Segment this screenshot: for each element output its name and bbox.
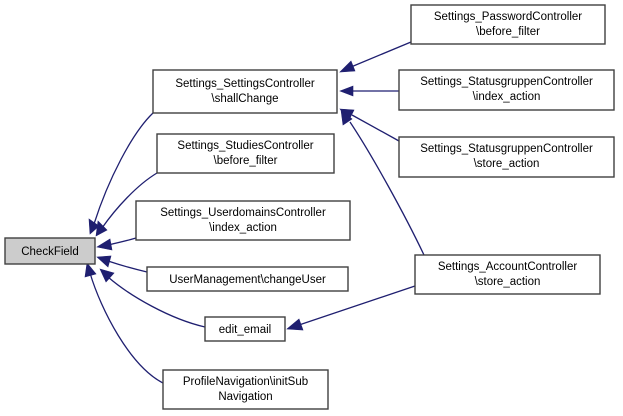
node-checkfield[interactable]: CheckField — [4, 237, 96, 265]
node-settings-statusgruppencontroller-index-action[interactable]: Settings_StatusgruppenController \index_… — [398, 69, 615, 111]
node-usermanagement-changeuser[interactable]: UserManagement\changeUser — [146, 266, 349, 292]
node-settings-statusgruppencontroller-store-action[interactable]: Settings_StatusgruppenController \store_… — [398, 136, 615, 178]
node-profilenavigation-initsubnavigation[interactable]: ProfileNavigation\initSub Navigation — [162, 369, 329, 410]
edge-accountcontroller-to-editemail[interactable] — [286, 285, 416, 331]
edge-profilenavigation-to-checkfield[interactable] — [84, 262, 164, 384]
edge-passwordcontroller-to-settingscontroller[interactable] — [339, 41, 412, 73]
node-edit-email[interactable]: edit_email — [204, 316, 286, 342]
node-layer: CheckField Settings_SettingsController \… — [4, 4, 615, 410]
edge-statusgruppen-store-to-settingscontroller[interactable] — [339, 108, 400, 142]
edge-settingscontroller-to-checkfield[interactable] — [88, 112, 154, 235]
node-settings-studiescontroller-before-filter[interactable]: Settings_StudiesController \before_filte… — [156, 133, 335, 174]
edge-accountcontroller-to-settingscontroller[interactable] — [340, 109, 425, 256]
edge-statusgruppen-index-to-settingscontroller[interactable] — [339, 85, 399, 97]
edge-userdomainscontroller-to-checkfield[interactable] — [96, 237, 137, 251]
edge-editemail-to-checkfield[interactable] — [99, 268, 206, 328]
node-settings-passwordcontroller-before-filter[interactable]: Settings_PasswordController \before_filt… — [410, 4, 606, 45]
node-settings-settingscontroller-shallchange[interactable]: Settings_SettingsController \shallChange — [152, 69, 338, 114]
edge-layer — [84, 41, 425, 384]
edge-studiescontroller-to-checkfield[interactable] — [95, 172, 158, 237]
node-settings-accountcontroller-store-action[interactable]: Settings_AccountController \store_action — [414, 254, 601, 295]
edge-usermanagement-to-checkfield[interactable] — [96, 255, 148, 273]
node-settings-userdomainscontroller-index-action[interactable]: Settings_UserdomainsController \index_ac… — [135, 200, 351, 241]
